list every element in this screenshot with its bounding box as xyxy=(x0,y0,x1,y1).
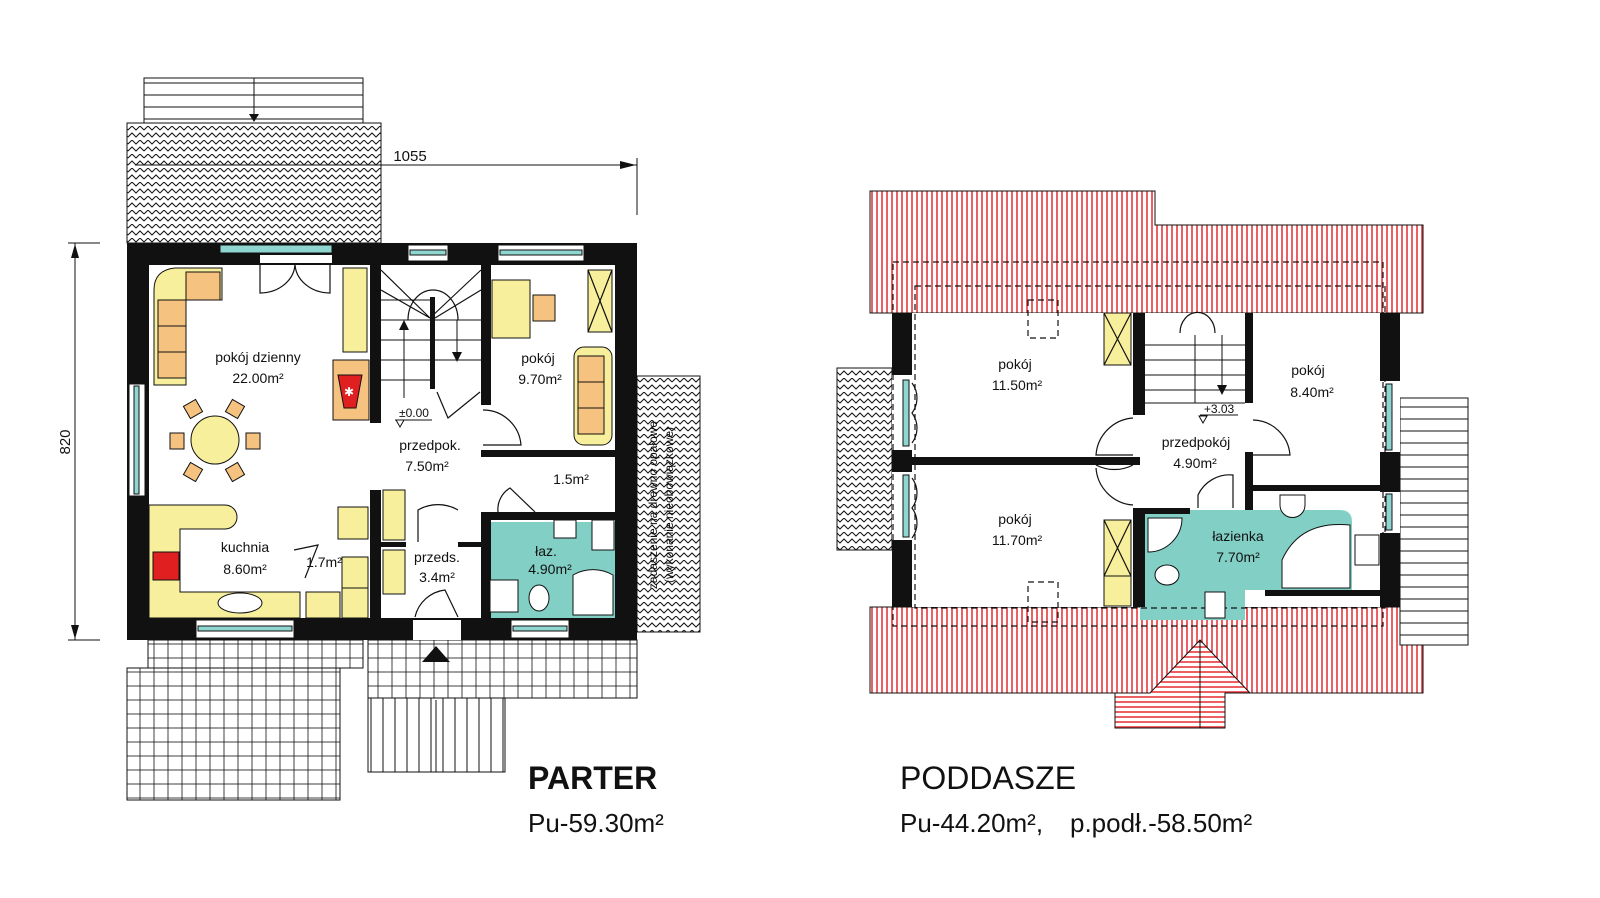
room-area: 8.60m² xyxy=(223,561,267,577)
svg-text:✱: ✱ xyxy=(344,385,354,399)
roof-window xyxy=(1027,581,1059,623)
boiler xyxy=(1354,534,1380,566)
balcony xyxy=(836,367,893,551)
tv-cabinet xyxy=(342,267,368,353)
toilet xyxy=(1154,564,1180,586)
roof-bottom xyxy=(869,606,1424,694)
room-area: 11.70m² xyxy=(992,532,1043,548)
door[interactable] xyxy=(414,589,459,618)
roof-top xyxy=(869,190,1424,314)
washing-machine xyxy=(1204,591,1226,619)
room-label: przedpokój xyxy=(1162,434,1231,450)
room-area: 4.90m² xyxy=(1173,455,1217,471)
sink-icon xyxy=(217,592,263,614)
door[interactable] xyxy=(1252,419,1291,456)
door[interactable] xyxy=(293,544,319,579)
kitchen-counter xyxy=(148,504,341,619)
dimension-width: 1055 xyxy=(135,148,638,215)
door[interactable] xyxy=(497,487,536,513)
wardrobe xyxy=(341,587,369,619)
room-area: 1.5m² xyxy=(553,471,589,487)
room-area: 11.50m² xyxy=(992,377,1043,393)
bathtub xyxy=(1281,523,1351,589)
room-label: łazienka xyxy=(1212,528,1264,544)
door[interactable] xyxy=(1197,474,1234,508)
roof-gable xyxy=(1114,639,1252,729)
room-label: pokój dzienny xyxy=(215,349,301,365)
room-area: 22.00m² xyxy=(232,370,284,386)
desk xyxy=(491,279,531,339)
parking-paving xyxy=(126,667,341,801)
boiler xyxy=(591,519,615,551)
terrace-door[interactable] xyxy=(259,262,331,294)
attic-walls xyxy=(892,313,1400,607)
toilet xyxy=(528,584,550,612)
dining-table xyxy=(169,398,261,483)
corner-sofa xyxy=(153,267,223,386)
shower xyxy=(1147,517,1183,553)
room-label: kuchnia xyxy=(221,539,269,555)
door[interactable] xyxy=(1095,417,1134,456)
room-label: pokój xyxy=(998,356,1031,372)
door[interactable] xyxy=(1095,464,1134,506)
room-area: 8.40m² xyxy=(1290,384,1334,400)
staircase xyxy=(380,269,482,398)
washing-machine xyxy=(489,579,519,613)
room-area: 4.90m² xyxy=(528,561,572,577)
window xyxy=(133,385,140,495)
office-chair xyxy=(532,294,556,322)
washbasin xyxy=(553,519,577,539)
plan-title: PARTER xyxy=(528,760,657,796)
woodshed-note-optional: (wykonanie nieobowiązkowe) xyxy=(662,427,676,583)
washbasin xyxy=(1279,494,1306,518)
room-label: pokój xyxy=(1291,362,1324,378)
room-label: przeds. xyxy=(414,549,460,565)
room-label: pokój xyxy=(521,350,554,366)
door[interactable] xyxy=(482,409,522,446)
level-mark: +3.03 xyxy=(1204,402,1235,416)
room-area: 7.50m² xyxy=(405,458,449,474)
stairs-up-arrow-icon xyxy=(399,320,409,330)
attic-staircase xyxy=(1145,311,1245,404)
ground-floor-plan: 1055 820 zadaszenie na drewno opałowe (w… xyxy=(57,77,701,838)
stove-icon xyxy=(152,551,180,581)
dimension-depth: 820 xyxy=(57,242,100,641)
door[interactable] xyxy=(417,504,459,542)
room-area: 7.70m² xyxy=(1216,549,1260,565)
arrow-icon xyxy=(249,114,259,122)
window xyxy=(219,244,333,254)
balcony-door[interactable] xyxy=(911,477,918,539)
entrance-arrow-icon xyxy=(422,646,450,662)
room-area: 9.70m² xyxy=(518,371,562,387)
level-mark: ±0.00 xyxy=(399,406,429,420)
usable-area: Pu-44.20m², xyxy=(900,808,1043,838)
room-label: przedpok. xyxy=(399,437,460,453)
room-label: pokój xyxy=(998,511,1031,527)
door[interactable] xyxy=(436,391,481,419)
stairs-down-arrow-icon xyxy=(1217,385,1227,395)
wardrobe xyxy=(382,489,406,541)
dimension-depth-label: 820 xyxy=(57,429,74,454)
plan-title: PODDASZE xyxy=(900,760,1076,796)
room-label: łaz. xyxy=(535,543,557,559)
woodshed-roof xyxy=(636,375,701,633)
entrance-porch xyxy=(367,639,638,699)
dimension-width-label: 1055 xyxy=(393,148,426,165)
roof-window xyxy=(1027,299,1059,339)
room-area: 3.4m² xyxy=(419,569,455,585)
shower xyxy=(572,569,614,616)
terrace xyxy=(126,122,382,244)
paving xyxy=(147,639,364,669)
stairs-down-arrow-icon xyxy=(452,352,462,362)
attic-plan: +3.03 pokój 11.50m² pokój 8.40m² przedpo… xyxy=(836,190,1469,838)
room-area: 1.7m² xyxy=(306,554,342,570)
balcony-right xyxy=(1399,397,1469,646)
usable-area: Pu-59.30m² xyxy=(528,808,664,838)
interior-walls xyxy=(370,243,617,640)
woodshed-note: zadaszenie na drewno opałowe xyxy=(646,421,660,589)
balcony-door[interactable] xyxy=(911,382,918,444)
floor-area: p.podł.-58.50m² xyxy=(1070,808,1252,838)
